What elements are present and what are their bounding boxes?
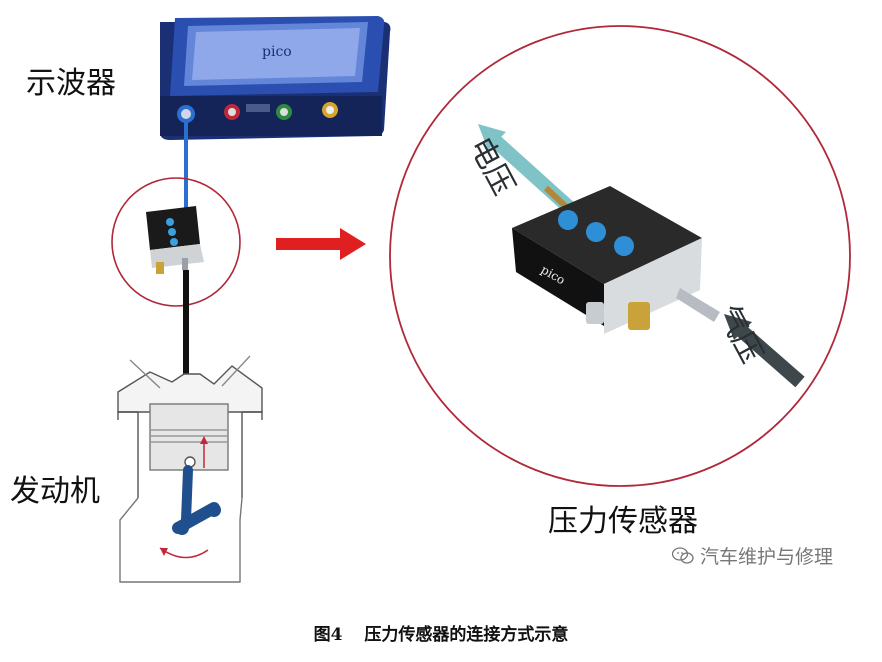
watermark-text: 汽车维护与修理	[700, 546, 834, 568]
engine-diagram	[117, 355, 263, 583]
oscilloscope-logo: pico	[262, 44, 292, 60]
sensor-highlight-circle-large	[389, 25, 851, 487]
scope-channel-a	[177, 105, 195, 123]
oscilloscope-label: 示波器	[26, 66, 116, 101]
sensor-small	[146, 206, 204, 274]
scope-channel-d	[322, 102, 338, 118]
sensor-highlight-circle-small	[111, 177, 241, 307]
oscilloscope-device: pico	[160, 16, 391, 140]
figure-caption: 图4 压力传感器的连接方式示意	[0, 620, 882, 645]
scope-channel-c	[276, 104, 292, 120]
zoom-arrow	[276, 228, 366, 260]
figure-number: 图4	[313, 625, 343, 645]
engine-label: 发动机	[10, 474, 100, 509]
scope-channel-b	[224, 104, 240, 120]
wechat-icon	[672, 546, 694, 564]
pressure-arrow	[724, 314, 805, 388]
sensor-large: pico	[512, 186, 720, 334]
pressure-sensor-label: 压力传感器	[548, 504, 698, 539]
watermark: 汽车维护与修理	[672, 542, 833, 569]
figure-title: 压力传感器的连接方式示意	[364, 625, 569, 645]
